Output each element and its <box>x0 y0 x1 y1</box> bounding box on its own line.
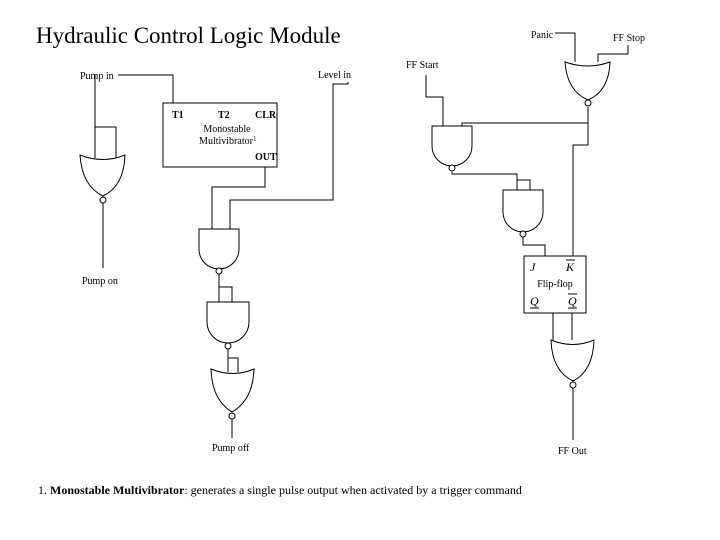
flipflop-qbar-pin: Q <box>568 294 577 308</box>
pump-off-nor-gate <box>210 368 255 420</box>
monostable-t1-pin: T1 <box>172 110 184 121</box>
ff-stop-label: FF Stop <box>613 33 645 44</box>
monostable-footnote-mark: 1 <box>253 135 257 143</box>
pump-on-label: Pump on <box>82 276 118 287</box>
flipflop-k-pin: K <box>565 260 575 274</box>
flipflop-q-pin: Q <box>530 294 539 308</box>
ff-out-label: FF Out <box>558 446 587 457</box>
pump-in-wires <box>94 74 174 158</box>
level-nand-gate-1 <box>198 228 240 275</box>
panic-label: Panic <box>531 30 554 41</box>
monostable-name-line2: Multivibrator <box>199 136 254 147</box>
monostable-t2-pin: T2 <box>218 110 230 121</box>
diagram-title: Hydraulic Control Logic Module <box>36 23 341 48</box>
level-in-label: Level in <box>318 70 351 81</box>
pump-off-label: Pump off <box>212 443 250 454</box>
ff-start-label: FF Start <box>406 60 439 71</box>
flipflop-wires <box>425 32 629 340</box>
footnote-number: 1. <box>38 483 47 497</box>
footnote-term: Monostable Multivibrator <box>50 483 185 497</box>
pump-in-label: Pump in <box>80 71 114 82</box>
monostable-multivibrator-box <box>162 102 278 168</box>
start-nand-gate <box>431 125 473 172</box>
flipflop-name: Flip-flop <box>537 279 573 290</box>
jk-flipflop-box <box>523 255 587 314</box>
level-nand-gate-2 <box>206 301 250 350</box>
ff-out-nor-gate <box>550 339 595 389</box>
flipflop-j-pin: J <box>530 260 536 274</box>
nand-chain-wires <box>211 82 349 372</box>
j-nand-gate <box>502 189 544 238</box>
monostable-out-pin: OUT <box>255 152 277 163</box>
monostable-clr-pin: CLR <box>255 110 277 121</box>
pump-on-nor-gate <box>79 154 126 204</box>
footnote-text: : generates a single pulse output when a… <box>184 483 522 497</box>
footnote: 1. Monostable Multivibrator: generates a… <box>38 483 522 497</box>
stop-nor-gate <box>564 61 611 107</box>
monostable-name-line1: Monostable <box>203 124 251 135</box>
